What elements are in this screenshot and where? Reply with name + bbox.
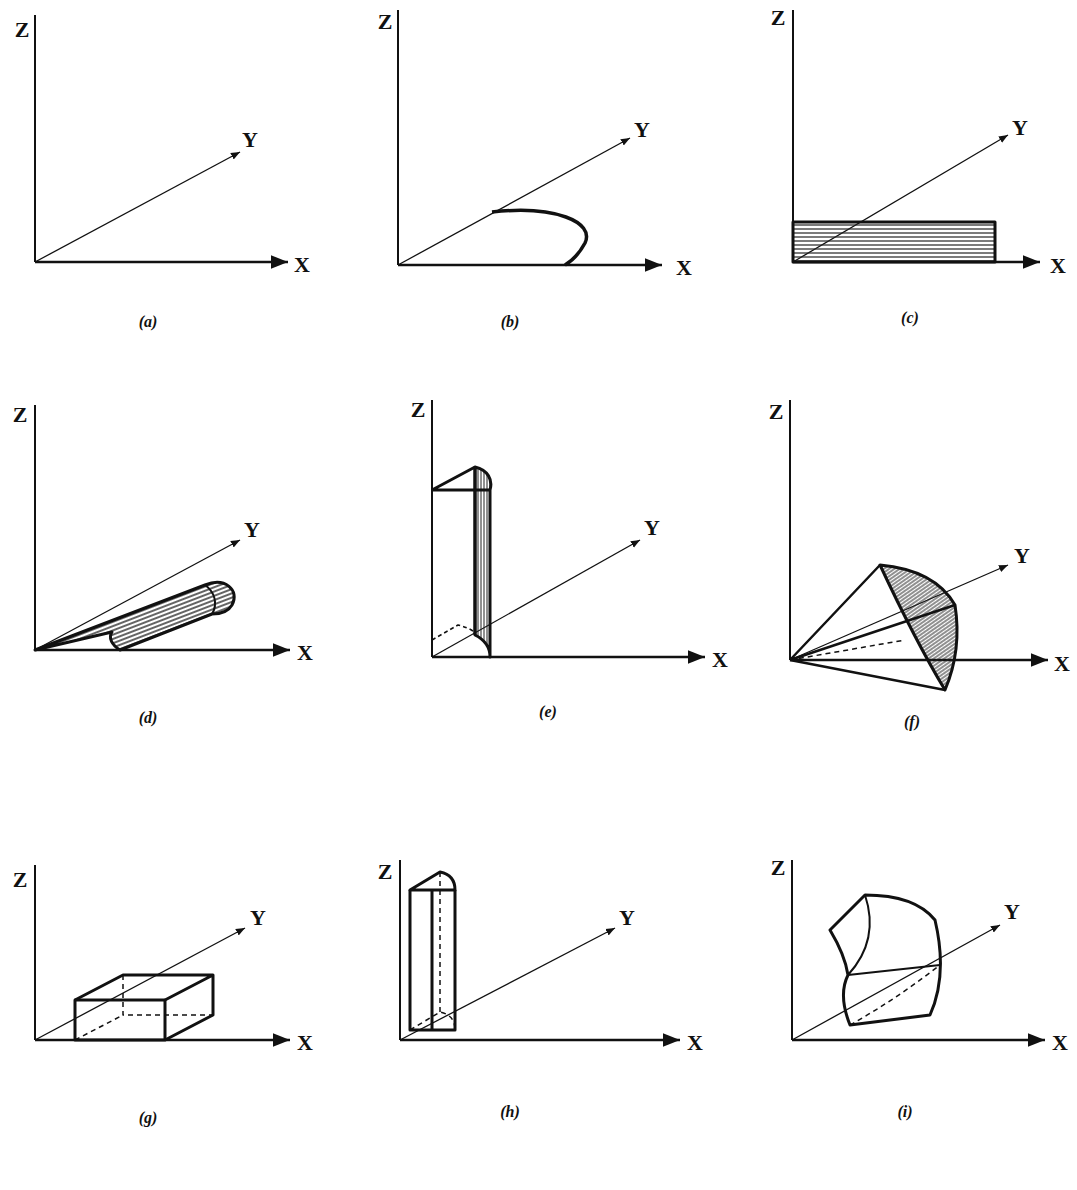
box-edge — [75, 975, 213, 1040]
axis-label: Z — [411, 399, 426, 421]
axis-label: Y — [644, 517, 660, 539]
panel-caption: (e) — [539, 704, 557, 720]
z-axis — [34, 865, 36, 1040]
z-axis — [34, 405, 36, 650]
panel-caption: (g) — [139, 1110, 158, 1126]
x-axis — [400, 1039, 680, 1042]
axis-label: Y — [242, 129, 258, 151]
axis-label: Z — [15, 19, 30, 41]
y-axis — [35, 540, 240, 650]
plane-curve — [492, 210, 587, 265]
z-axis — [34, 15, 36, 262]
axes — [35, 10, 1048, 1040]
panel-caption: (i) — [897, 1104, 912, 1120]
box-face — [75, 1000, 165, 1040]
sector-edge — [790, 565, 955, 690]
axis-label: Y — [1014, 545, 1030, 567]
axis-label: X — [687, 1032, 703, 1054]
axis-label: X — [676, 257, 692, 279]
axis-label: Y — [1004, 901, 1020, 923]
shell-outline — [830, 895, 940, 1025]
hidden-edge — [432, 625, 475, 640]
axis-label: Y — [250, 907, 266, 929]
x-axis — [792, 1039, 1045, 1042]
axis-label: Z — [771, 857, 786, 879]
axis-label: X — [1050, 255, 1066, 277]
axis-label: Y — [634, 119, 650, 141]
shell-edge — [848, 895, 940, 975]
axis-label: Z — [378, 861, 393, 883]
panel-caption: (a) — [139, 314, 158, 330]
y-axis — [35, 152, 240, 262]
x-axis — [790, 659, 1048, 662]
axis-label: X — [1052, 1032, 1068, 1054]
column-edge — [432, 467, 490, 635]
hidden-edge — [410, 872, 455, 1030]
sector-surface — [880, 565, 957, 690]
panel-caption: (c) — [901, 310, 919, 326]
y-axis — [398, 138, 630, 265]
axis-label: Z — [771, 7, 786, 29]
axis-label: X — [1054, 653, 1070, 675]
plane-strip — [793, 222, 995, 262]
axis-label: Y — [1012, 117, 1028, 139]
y-axis — [792, 925, 1000, 1040]
axis-label: Y — [244, 519, 260, 541]
x-axis — [35, 261, 288, 264]
axis-label: Z — [378, 11, 393, 33]
axis-label: X — [712, 649, 728, 671]
z-axis — [431, 400, 433, 657]
panel-caption: (f) — [904, 714, 920, 730]
axis-label: Y — [619, 907, 635, 929]
y-axis — [793, 135, 1008, 262]
axis-label: Z — [13, 404, 28, 426]
lying-column — [35, 583, 234, 650]
column-edge — [410, 890, 455, 1030]
column-end — [205, 585, 215, 614]
column-face — [475, 467, 491, 657]
column-top — [410, 872, 455, 890]
panel-caption: (b) — [501, 314, 520, 330]
z-axis — [397, 10, 399, 265]
z-axis — [791, 860, 793, 1040]
axis-label: X — [294, 254, 310, 276]
panel-caption: (h) — [500, 1104, 520, 1120]
y-axis — [432, 540, 640, 657]
hidden-edge — [850, 965, 940, 1025]
axis-label: X — [297, 1032, 313, 1054]
panel-caption: (d) — [139, 710, 158, 726]
x-axis — [432, 656, 705, 659]
y-axis — [35, 928, 245, 1040]
axis-label: X — [297, 642, 313, 664]
x-axis — [35, 649, 290, 652]
axis-label: Z — [769, 401, 784, 423]
x-axis — [398, 264, 662, 267]
axis-label: Z — [13, 869, 28, 891]
z-axis — [399, 860, 401, 1040]
hidden-edge — [75, 975, 213, 1040]
hidden-edge — [790, 640, 905, 660]
z-axis — [789, 400, 791, 660]
solids — [35, 210, 995, 1040]
